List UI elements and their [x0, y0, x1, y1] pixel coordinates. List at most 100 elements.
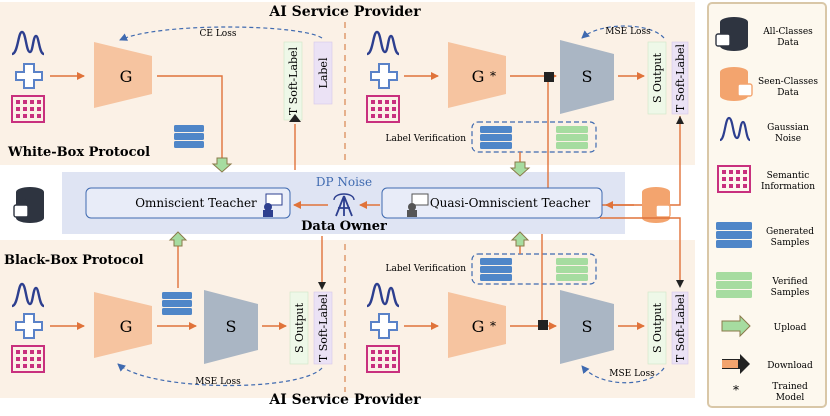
student-shape	[560, 40, 614, 114]
quasi-teacher-label: Quasi-Omniscient Teacher	[430, 196, 591, 210]
semantic-information-icon	[366, 345, 400, 373]
generator-shape	[94, 42, 152, 108]
label-verification-text: Label Verification	[386, 264, 467, 274]
quasi-teacher-box	[381, 187, 603, 219]
top-provider-title: AI Service Provider	[268, 4, 421, 20]
upload-icon	[509, 161, 531, 177]
legend-all-classes-l1: All-Classes	[762, 27, 813, 37]
student-label: S	[582, 317, 593, 336]
verified-samples-icon	[556, 126, 588, 149]
generator-label: G	[120, 67, 133, 86]
generated-samples-icon	[480, 126, 512, 149]
upload-icon	[168, 231, 188, 247]
legend-upload-icon	[721, 314, 751, 338]
trained-star: *	[490, 319, 496, 333]
seen-classes-data-icon	[642, 187, 671, 223]
download-icon	[538, 320, 548, 330]
t-soft-label-text: T Soft-Label	[674, 43, 687, 112]
t-soft-label-box	[671, 41, 689, 115]
t-soft-label-text: T Soft-Label	[287, 46, 300, 115]
legend-seen-classes-l2: Data	[777, 88, 799, 98]
t-soft-label-text: T Soft-Label	[674, 293, 687, 362]
mse-loss-arc	[581, 25, 665, 39]
upload-icon	[510, 231, 530, 247]
mse-loss-label: MSE Loss	[609, 369, 655, 379]
semantic-information-icon	[11, 345, 45, 373]
plus-icon	[15, 63, 43, 89]
download-icon	[544, 72, 554, 82]
legend-verified-l1: Verified	[771, 277, 808, 287]
legend-semantic-l2: Information	[761, 182, 815, 192]
g-to-owner-line	[157, 75, 223, 160]
t-soft-label-box	[313, 291, 333, 365]
plus-icon	[15, 313, 43, 339]
legend-all-classes-l2: Data	[777, 38, 799, 48]
plus-icon	[370, 313, 398, 339]
legend-seen-classes-l1: Seen-Classes	[758, 77, 818, 87]
generated-samples-icon	[480, 258, 512, 281]
mse-loss-label: MSE Loss	[605, 27, 651, 37]
ce-loss-arc	[119, 26, 323, 41]
legend-trained-l1: Trained	[772, 382, 808, 392]
trained-generator-label: G	[472, 67, 485, 86]
t-soft-label-text: T Soft-Label	[317, 293, 330, 362]
legend-generated-samples-icon	[716, 222, 752, 248]
omniscient-teacher-label: Omniscient Teacher	[135, 196, 257, 210]
legend-download-label: Download	[767, 361, 813, 371]
download-arrow	[676, 280, 684, 288]
legend-upload-label: Upload	[774, 323, 807, 333]
student-shape	[560, 290, 614, 364]
download-arrow	[676, 116, 684, 124]
s-output-box	[289, 291, 309, 365]
label-box-text: Label	[317, 57, 330, 88]
student-label: S	[582, 67, 593, 86]
gaussian-noise-icon	[11, 282, 45, 308]
label-verification-box	[471, 121, 597, 153]
legend-gaussian-noise-icon	[719, 116, 751, 142]
generator-shape	[94, 292, 152, 358]
legend-download-icon	[722, 354, 750, 374]
generated-samples-icon	[174, 125, 204, 148]
plus-icon	[370, 63, 398, 89]
s-output-text: S Output	[651, 52, 664, 103]
legend-verified-samples-icon	[716, 272, 752, 298]
black-box-title: Black-Box Protocol	[4, 253, 144, 268]
dp-noise-label: DP Noise	[316, 175, 372, 189]
white-box-title: White-Box Protocol	[7, 145, 150, 160]
antenna-icon	[333, 193, 355, 217]
legend-gaussian-l2: Noise	[775, 134, 801, 144]
legend-semantic-information-icon	[717, 165, 751, 193]
generated-samples-icon	[162, 292, 192, 315]
mse-loss-arc	[117, 363, 323, 387]
legend-generated-l1: Generated	[766, 227, 814, 237]
teacher-icon	[263, 193, 283, 217]
s-output-text: S Output	[651, 302, 664, 353]
legend-gaussian-l1: Gaussian	[767, 123, 809, 133]
download-arrow	[318, 282, 326, 290]
ce-loss-label: CE Loss	[200, 29, 237, 39]
t-soft-label-box	[671, 291, 689, 365]
s-output-box	[647, 41, 667, 115]
omniscient-teacher-box	[85, 187, 291, 219]
trained-generator-shape	[448, 42, 506, 108]
student-shape	[204, 290, 258, 364]
verified-samples-icon	[556, 258, 588, 281]
semantic-information-icon	[11, 95, 45, 123]
legend-verified-l2: Samples	[771, 288, 810, 298]
trained-generator-label: G	[472, 317, 485, 336]
gaussian-noise-icon	[366, 30, 400, 56]
trained-generator-shape	[448, 292, 506, 358]
legend-generated-l2: Samples	[771, 238, 810, 248]
data-owner-label: Data Owner	[301, 219, 387, 234]
student-label: S	[226, 317, 237, 336]
label-box	[313, 41, 333, 105]
bottom-provider-title: AI Service Provider	[268, 392, 421, 408]
s-output-text: S Output	[293, 302, 306, 353]
legend-star-icon: *	[733, 383, 739, 397]
generator-label: G	[120, 317, 133, 336]
teacher-icon	[407, 193, 429, 217]
s-output-box	[647, 291, 667, 365]
trained-star: *	[490, 69, 496, 83]
mse-loss-arc	[581, 365, 665, 384]
